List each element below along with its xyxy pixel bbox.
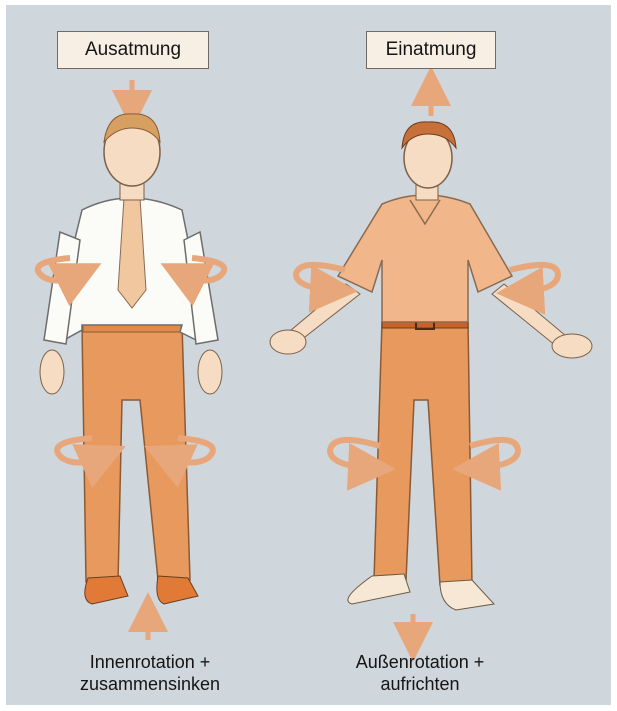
shirt-peach [338,195,512,322]
trousers-right [374,322,472,585]
figure-exhale [38,80,225,640]
figure-inhale [270,86,592,642]
rot-arrow-hip-left-r [330,440,380,468]
shoe-right-1 [348,574,410,604]
caption-inhale-line2: aufrichten [330,673,510,695]
rot-arrow-shoulder-right-r [510,265,558,292]
shoe-left-2 [157,576,198,604]
caption-inhale: Außenrotation + aufrichten [330,651,510,695]
caption-exhale-line1: Innenrotation + [40,651,260,673]
caption-exhale-line2: zusammensinken [40,673,260,695]
title-exhale: Ausatmung [57,31,209,69]
shoe-right-2 [440,580,494,610]
rot-arrow-shoulder-left-r [296,265,345,290]
trousers-left [82,325,190,582]
caption-exhale: Innenrotation + zusammensinken [40,651,260,695]
shoe-left-1 [85,576,128,604]
title-inhale: Einatmung [366,31,496,69]
rot-arrow-hip-right-r [470,440,518,468]
caption-inhale-line1: Außenrotation + [330,651,510,673]
